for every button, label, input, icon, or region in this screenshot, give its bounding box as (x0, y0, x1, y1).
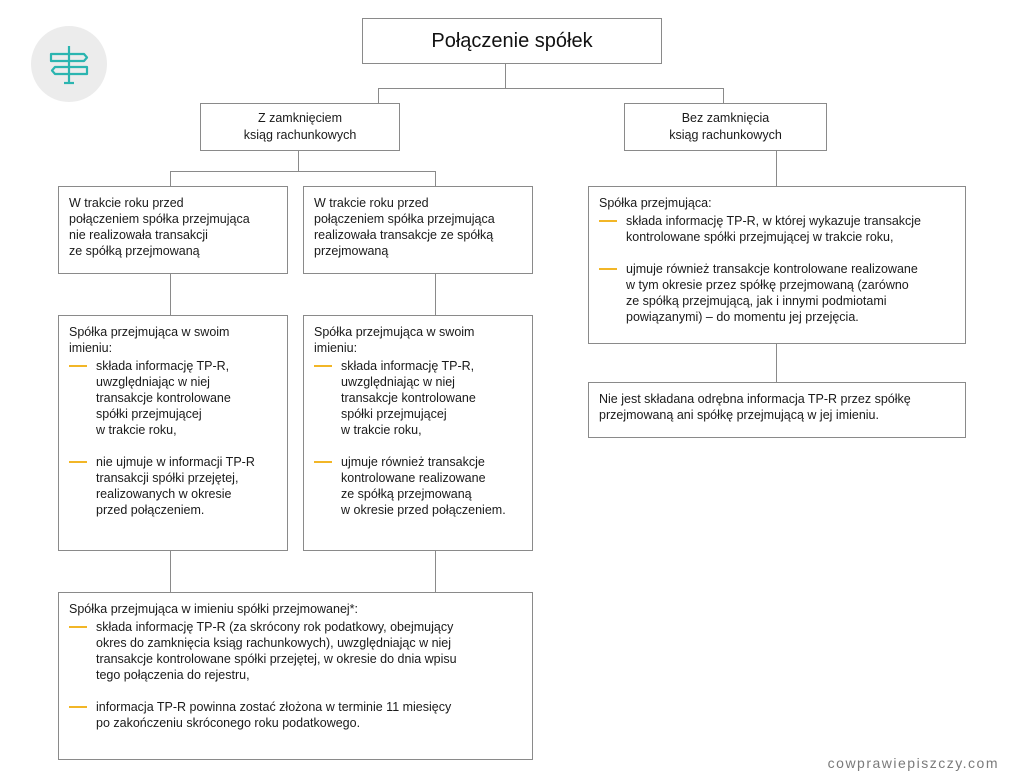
connector (435, 273, 436, 316)
dash-bullet-icon (69, 461, 87, 463)
list-item: składa informację TP-R, uwzględniając w … (314, 358, 522, 438)
box-heading: Spółka przejmująca w imieniu spółki prze… (69, 602, 359, 616)
category-label: Z zamknięciem ksiąg rachunkowych (243, 111, 357, 142)
category-with-closing: Z zamknięciem ksiąg rachunkowych (200, 103, 400, 151)
connector (435, 171, 436, 187)
dash-bullet-icon (69, 365, 87, 367)
connector (776, 150, 777, 187)
connector (505, 63, 506, 89)
dash-bullet-icon (69, 706, 87, 708)
acquirer-box-right: Spółka przejmująca: składa informację TP… (588, 186, 966, 344)
diagram-title: Połączenie spółek (362, 18, 662, 64)
no-separate-filing-note: Nie jest składana odrębna informacja TP-… (588, 382, 966, 438)
condition-text: W trakcie roku przed połączeniem spółka … (314, 196, 495, 258)
connector (170, 171, 171, 187)
condition-text: W trakcie roku przed połączeniem spółka … (69, 196, 250, 258)
acquirer-on-behalf-of-acquired-box: Spółka przejmująca w imieniu spółki prze… (58, 592, 533, 760)
list-item: składa informację TP-R (za skrócony rok … (69, 619, 522, 683)
dash-bullet-icon (599, 268, 617, 270)
list-item-text: składa informację TP-R (za skrócony rok … (96, 620, 457, 682)
connector (723, 88, 724, 104)
box-heading: Spółka przejmująca w swoim imieniu: (314, 325, 475, 355)
box-heading: Spółka przejmująca: (599, 196, 712, 210)
list-item: nie ujmuje w informacji TP-R transakcji … (69, 454, 277, 518)
dash-bullet-icon (314, 461, 332, 463)
acquirer-own-name-box-middle: Spółka przejmująca w swoim imieniu: skła… (303, 315, 533, 551)
acquirer-own-name-box-left: Spółka przejmująca w swoim imieniu: skła… (58, 315, 288, 551)
connector (776, 343, 777, 383)
list-item-text: nie ujmuje w informacji TP-R transakcji … (96, 455, 255, 517)
connector (298, 150, 299, 172)
connector (170, 171, 436, 172)
connector (170, 273, 171, 316)
list-item: składa informację TP-R, w której wykazuj… (599, 213, 955, 245)
connector (435, 550, 436, 593)
list-item: informacja TP-R powinna zostać złożona w… (69, 699, 522, 731)
dash-bullet-icon (69, 626, 87, 628)
list-item: ujmuje również transakcje kontrolowane r… (599, 261, 955, 325)
signpost-logo-icon (31, 26, 107, 102)
category-label: Bez zamknięcia ksiąg rachunkowych (669, 111, 782, 142)
list-item-text: składa informację TP-R, uwzględniając w … (341, 359, 476, 437)
condition-with-transactions: W trakcie roku przed połączeniem spółka … (303, 186, 533, 274)
connector (378, 88, 724, 89)
list-item: ujmuje również transakcje kontrolowane r… (314, 454, 522, 518)
category-without-closing: Bez zamknięcia ksiąg rachunkowych (624, 103, 827, 151)
list-item-text: składa informację TP-R, w której wykazuj… (626, 214, 922, 244)
site-watermark: cowprawiepiszczy.com (827, 755, 999, 771)
dash-bullet-icon (314, 365, 332, 367)
list-item: składa informację TP-R, uwzględniając w … (69, 358, 277, 438)
list-item-text: składa informację TP-R, uwzględniając w … (96, 359, 231, 437)
list-item-text: ujmuje również transakcje kontrolowane r… (341, 455, 506, 517)
connector (378, 88, 379, 104)
dash-bullet-icon (599, 220, 617, 222)
box-heading: Spółka przejmująca w swoim imieniu: (69, 325, 230, 355)
condition-no-transactions: W trakcie roku przed połączeniem spółka … (58, 186, 288, 274)
list-item-text: ujmuje również transakcje kontrolowane r… (626, 262, 918, 324)
list-item-text: informacja TP-R powinna zostać złożona w… (96, 700, 452, 730)
connector (170, 550, 171, 593)
note-text: Nie jest składana odrębna informacja TP-… (599, 392, 911, 422)
